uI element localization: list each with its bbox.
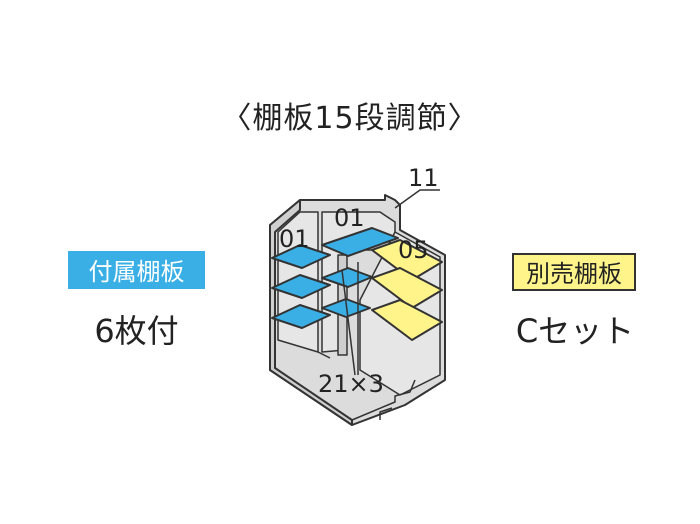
leader-line-11 [394, 189, 440, 209]
page-title: 〈棚板15段調節〉 [221, 101, 479, 136]
optional-shelf-badge: 別売棚板 [512, 253, 636, 291]
included-shelf-badge: 付属棚板 [68, 251, 205, 289]
blue-shelf-top-left [271, 244, 331, 269]
optional-shelf-caption: Cセット [515, 312, 635, 350]
included-shelf-caption: 6枚付 [94, 312, 179, 350]
label-side-top: 05 [398, 236, 429, 264]
blue-shelf-top-right [321, 227, 399, 257]
optional-shelves [371, 239, 443, 341]
blue-shelf-low-left [271, 304, 331, 329]
yellow-shelf-mid [371, 267, 443, 309]
label-bottom: 21×3 [318, 370, 384, 398]
label-mid-top: 01 [334, 204, 365, 232]
label-left-top: 01 [279, 225, 310, 253]
label-top-right: 11 [408, 164, 439, 192]
yellow-shelf-low [371, 299, 443, 341]
blue-shelf-mid-left [271, 274, 331, 299]
leader-line-21x3-a [341, 269, 356, 376]
